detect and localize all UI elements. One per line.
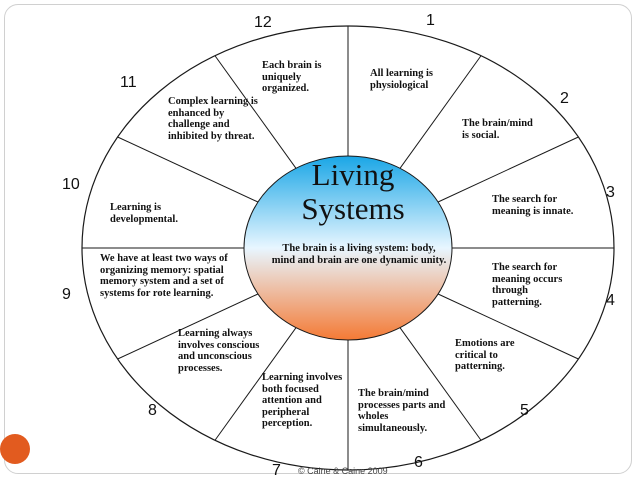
segment-text-7: Learning involves both focused attention… [262,372,343,429]
segment-text-3: The search for meaning is innate. [492,194,574,217]
segment-number-3: 3 [606,184,615,201]
segment-text-2: The brain/mind is social. [462,118,533,141]
segment-number-11: 11 [120,74,137,91]
orange-accent-marker [0,434,30,464]
segment-text-10: Learning is developmental. [110,202,178,225]
segment-number-7: 7 [272,462,281,479]
segment-text-1: All learning is physiological [370,68,434,91]
segment-number-12: 12 [254,14,272,31]
segment-divider [399,327,482,441]
center-circle [243,155,453,341]
segment-number-4: 4 [606,292,615,309]
segment-number-6: 6 [414,454,423,471]
segment-divider [437,293,579,360]
footer-credit: © Caine & Caine 2009 [298,466,388,476]
segment-divider [399,55,482,169]
segment-text-12: Each brain is uniquely organized. [262,60,322,94]
segment-dividers [82,26,614,470]
segment-text-5: Emotions are critical to patterning. [455,338,515,372]
center-body: The brain is a living system: body, mind… [271,243,447,266]
segment-number-1: 1 [426,12,435,29]
segment-divider [117,136,259,203]
segment-number-10: 10 [62,176,80,193]
segment-text-6: The brain/mind processes parts and whole… [358,388,446,434]
segment-text-11: Complex learning is enhanced by challeng… [168,96,258,142]
segment-number-9: 9 [62,286,71,303]
segment-number-2: 2 [560,90,569,107]
segment-divider [214,327,297,441]
segment-number-8: 8 [148,402,157,419]
segment-divider [117,293,259,360]
segment-divider [214,55,297,169]
segment-text-9: We have at least two ways of organizing … [100,253,228,299]
segment-divider [437,136,579,203]
center-title: Living Systems [301,157,405,226]
segment-number-5: 5 [520,402,529,419]
segment-text-8: Learning always involves conscious and u… [178,328,260,374]
segment-text-4: The search for meaning occurs through pa… [492,262,563,308]
